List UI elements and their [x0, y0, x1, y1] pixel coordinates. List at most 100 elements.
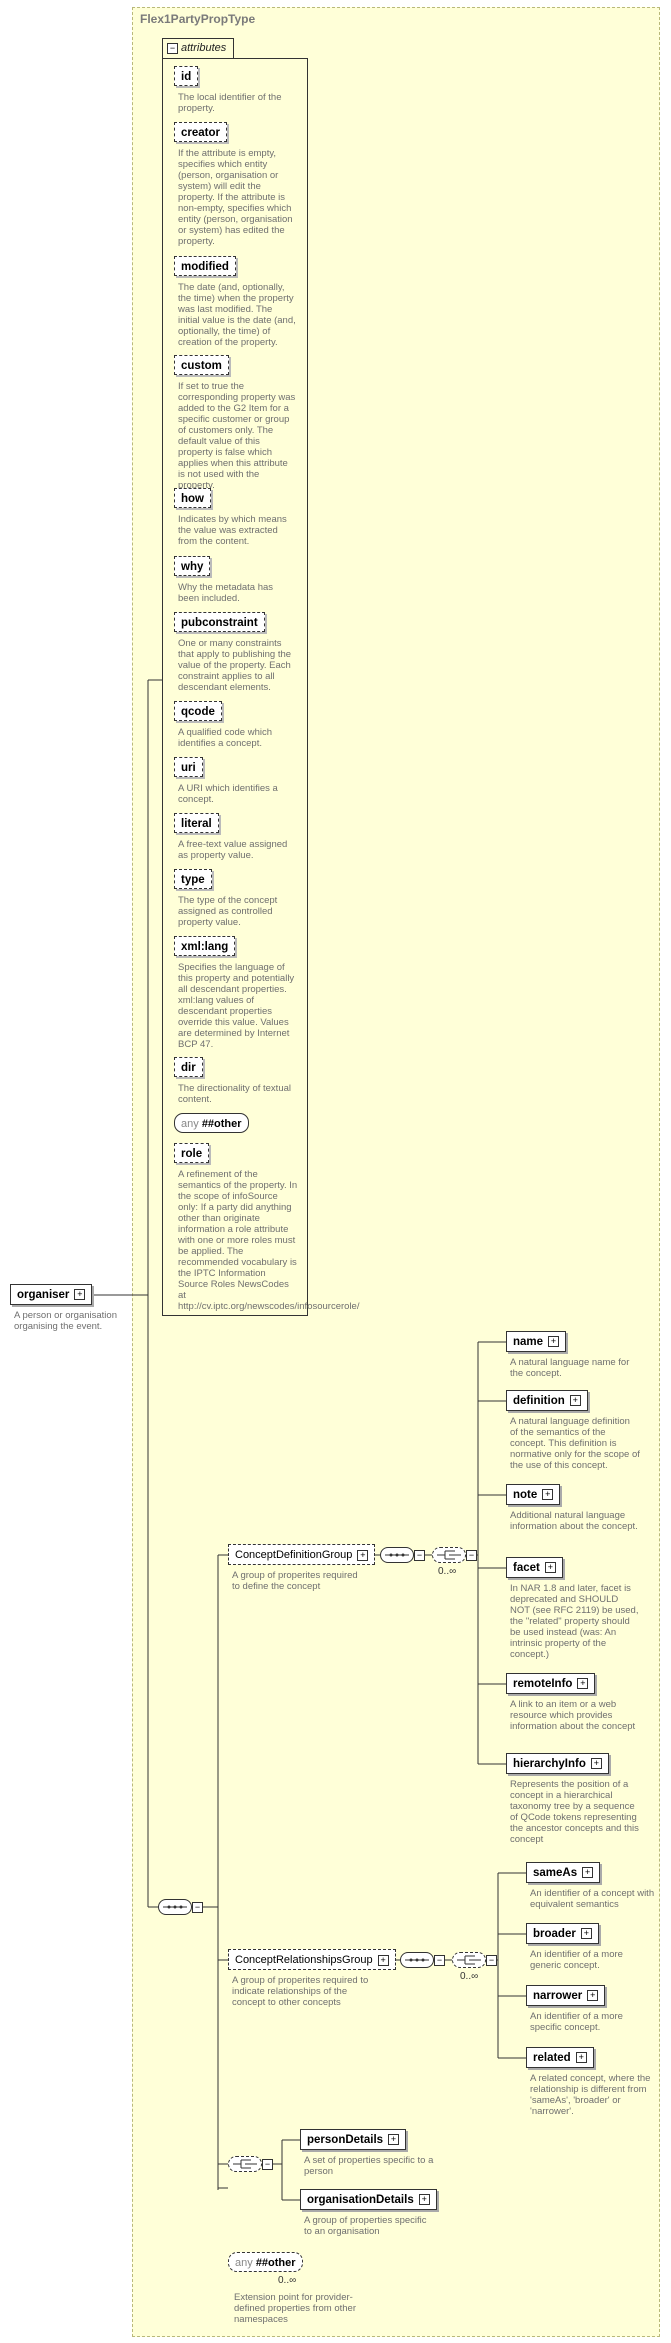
collapse-icon[interactable]: −: [167, 43, 178, 54]
root-element-description: A person or organisation organising the …: [14, 1310, 117, 1332]
element-label: facet: [513, 1562, 540, 1574]
attribute-id[interactable]: id: [174, 66, 199, 86]
attribute-literal[interactable]: literal: [174, 813, 219, 833]
element-label: remoteInfo: [513, 1678, 573, 1690]
sequence-compositor-icon[interactable]: −: [400, 1952, 445, 1968]
any-element-description: Extension point for provider-defined pro…: [234, 2292, 356, 2325]
any-element-prefix: any: [235, 2257, 253, 2269]
expand-icon[interactable]: +: [582, 1867, 594, 1879]
attribute-description: Indicates by which means the value was e…: [178, 514, 287, 547]
attribute-custom[interactable]: custom: [174, 355, 229, 375]
expand-icon[interactable]: +: [587, 1990, 599, 2002]
choice-compositor-icon[interactable]: −: [452, 1952, 497, 1968]
attribute-dir[interactable]: dir: [174, 1057, 203, 1077]
element-organisationdetails[interactable]: organisationDetails +: [300, 2189, 437, 2210]
attribute-creator[interactable]: creator: [174, 122, 227, 142]
element-description: An identifier of a more generic concept.: [530, 1949, 623, 1971]
element-label: narrower: [533, 1990, 583, 2002]
expand-icon[interactable]: +: [569, 1395, 581, 1407]
expand-icon[interactable]: +: [377, 1954, 389, 1966]
concept-definition-group-description: A group of properites required to define…: [232, 1570, 358, 1592]
element-broader[interactable]: broader +: [526, 1923, 599, 1944]
collapse-icon[interactable]: −: [262, 2159, 273, 2170]
attribute-xml-lang[interactable]: xml:lang: [174, 936, 236, 956]
expand-icon[interactable]: +: [580, 1928, 592, 1940]
attribute-type[interactable]: type: [174, 869, 212, 889]
multiplicity-label: 0..∞: [278, 2275, 297, 2286]
concept-definition-group-label: ConceptDefinitionGroup: [235, 1549, 353, 1561]
attribute-modified[interactable]: modified: [174, 256, 236, 276]
attribute-how[interactable]: how: [174, 488, 211, 508]
expand-icon[interactable]: +: [548, 1336, 560, 1348]
attribute-description: A URI which identifies a concept.: [178, 783, 278, 805]
element-name[interactable]: name+: [506, 1331, 567, 1352]
attribute-description: A refinement of the semantics of the pro…: [178, 1169, 360, 1312]
element-persondetails[interactable]: personDetails+: [300, 2129, 407, 2150]
concept-relationships-group[interactable]: ConceptRelationshipsGroup +: [228, 1949, 396, 1970]
sequence-compositor-icon[interactable]: −: [380, 1547, 425, 1563]
element-label: organisationDetails: [307, 2194, 414, 2206]
sequence-compositor-icon[interactable]: −: [158, 1899, 203, 1915]
element-label: broader: [533, 1928, 576, 1940]
multiplicity-label: 0..∞: [460, 1971, 479, 1982]
element-description: A natural language definition of the sem…: [510, 1416, 640, 1471]
attribute-description: One or many constraints that apply to pu…: [178, 638, 292, 693]
expand-icon[interactable]: +: [418, 2194, 430, 2206]
element-sameas[interactable]: sameAs +: [526, 1862, 601, 1883]
attribute-description: Specifies the language of this property …: [178, 962, 295, 1050]
concept-relationships-group-label: ConceptRelationshipsGroup: [235, 1954, 373, 1966]
expand-icon[interactable]: +: [74, 1289, 86, 1301]
collapse-icon[interactable]: −: [192, 1902, 203, 1913]
choice-switch-icon: [233, 2159, 257, 2169]
element-label: hierarchyInfo: [513, 1758, 586, 1770]
attribute-role[interactable]: role: [174, 1143, 210, 1163]
element-definition[interactable]: definition+: [506, 1390, 588, 1411]
any-attribute-wildcard[interactable]: any ##other: [174, 1113, 249, 1133]
element-label: related: [533, 2052, 571, 2064]
attribute-description: The type of the concept assigned as cont…: [178, 895, 278, 928]
attributes-tab[interactable]: − attributes: [162, 38, 234, 58]
element-hierarchyinfo[interactable]: hierarchyInfo +: [506, 1753, 609, 1774]
expand-icon[interactable]: +: [575, 2052, 587, 2064]
element-description: In NAR 1.8 and later, facet is deprecate…: [510, 1583, 639, 1660]
collapse-icon[interactable]: −: [466, 1550, 477, 1561]
element-label: sameAs: [533, 1867, 578, 1879]
expand-icon[interactable]: +: [590, 1758, 602, 1770]
expand-icon[interactable]: +: [388, 2134, 400, 2146]
attribute-description: If set to true the corresponding propert…: [178, 381, 296, 491]
choice-compositor-icon[interactable]: −: [432, 1547, 477, 1563]
root-element-label: organiser: [17, 1289, 70, 1301]
any-element-wildcard[interactable]: any ##other: [228, 2252, 303, 2272]
element-narrower[interactable]: narrower +: [526, 1985, 606, 2006]
collapse-icon[interactable]: −: [486, 1955, 497, 1966]
element-description: A set of properties specific to a person: [304, 2155, 434, 2177]
multiplicity-label: 0..∞: [438, 1566, 457, 1577]
attribute-qcode[interactable]: qcode: [174, 701, 222, 721]
element-description: A group of properties specific to an org…: [304, 2215, 427, 2237]
collapse-icon[interactable]: −: [434, 1955, 445, 1966]
sequence-dots-icon: [385, 1553, 409, 1557]
element-description: A related concept, where the relationshi…: [530, 2073, 651, 2117]
concept-definition-group[interactable]: ConceptDefinitionGroup +: [228, 1544, 376, 1565]
attribute-pubconstraint[interactable]: pubconstraint: [174, 612, 265, 632]
expand-icon[interactable]: +: [542, 1489, 554, 1501]
any-element-value: ##other: [255, 2257, 296, 2269]
element-note[interactable]: note +: [506, 1484, 561, 1505]
collapse-icon[interactable]: −: [414, 1550, 425, 1561]
element-related[interactable]: related +: [526, 2047, 594, 2068]
element-description: A natural language name for the concept.: [510, 1357, 630, 1379]
attribute-uri[interactable]: uri: [174, 757, 203, 777]
attribute-description: The date (and, optionally, the time) whe…: [178, 282, 296, 348]
expand-icon[interactable]: +: [357, 1549, 369, 1561]
element-description: Additional natural language information …: [510, 1510, 638, 1532]
attribute-why[interactable]: why: [174, 556, 211, 576]
choice-compositor-icon[interactable]: −: [228, 2156, 273, 2172]
element-facet[interactable]: facet +: [506, 1557, 563, 1578]
element-label: note: [513, 1489, 538, 1501]
attribute-description: A free-text value assigned as property v…: [178, 839, 288, 861]
root-element-organiser[interactable]: organiser +: [10, 1284, 93, 1305]
expand-icon[interactable]: +: [544, 1562, 556, 1574]
attribute-description: If the attribute is empty, specifies whi…: [178, 148, 293, 247]
element-remoteinfo[interactable]: remoteInfo +: [506, 1673, 596, 1694]
expand-icon[interactable]: +: [577, 1678, 589, 1690]
